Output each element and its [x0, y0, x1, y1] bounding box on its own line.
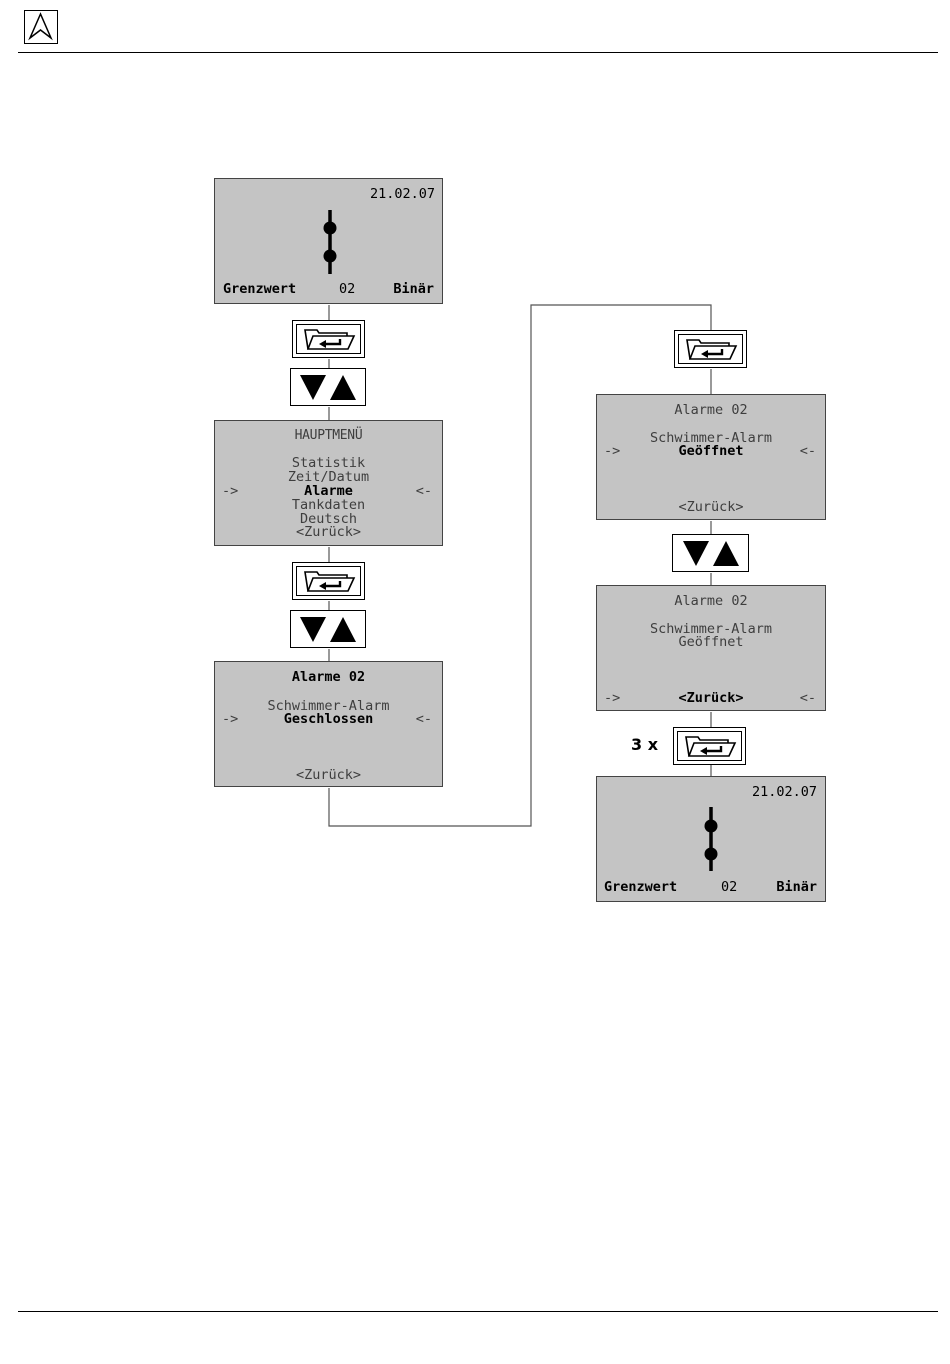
- arrow-up-icon[interactable]: [713, 541, 739, 566]
- select-arrow-right: <-: [416, 484, 432, 498]
- enter-button[interactable]: [674, 330, 747, 368]
- back-option[interactable]: <Zurück>: [597, 500, 825, 514]
- menu-item-tankdaten[interactable]: Tankdaten: [215, 498, 442, 512]
- lcd-screen-alarm-open: Alarme 02 Schwimmer-Alarm Geöffnet <Zurü…: [596, 394, 826, 520]
- arrow-down-icon[interactable]: [683, 541, 709, 566]
- alarm-title: Alarme 02: [597, 594, 825, 608]
- select-arrow-left: ->: [604, 444, 620, 458]
- down-up-arrow-buttons[interactable]: [290, 610, 366, 648]
- channel-number: 02: [721, 880, 737, 894]
- float-switch-icon: [320, 210, 340, 274]
- enter-button[interactable]: [292, 562, 365, 600]
- alarm-title: Alarme 02: [215, 670, 442, 684]
- alarm-state[interactable]: Geöffnet: [597, 444, 825, 458]
- folder-enter-icon: [301, 326, 357, 352]
- arrow-up-icon[interactable]: [330, 375, 356, 400]
- mode-label: Binär: [776, 880, 817, 894]
- date-text: 21.02.07: [752, 785, 817, 799]
- arrow-down-icon[interactable]: [300, 375, 326, 400]
- arrow-down-icon[interactable]: [300, 617, 326, 642]
- down-up-arrow-buttons[interactable]: [672, 534, 749, 572]
- select-arrow-right: <-: [416, 712, 432, 726]
- select-arrow-left: ->: [222, 712, 238, 726]
- select-arrow-left: ->: [604, 691, 620, 705]
- alarm-state: Geöffnet: [597, 635, 825, 649]
- folder-enter-icon: [301, 568, 357, 594]
- folder-enter-icon: [682, 733, 738, 759]
- float-switch-icon: [701, 807, 721, 871]
- arrow-up-icon[interactable]: [330, 617, 356, 642]
- limit-label: Grenzwert: [223, 282, 296, 296]
- menu-item-zeit-datum[interactable]: Zeit/Datum: [215, 470, 442, 484]
- select-arrow-left: ->: [222, 484, 238, 498]
- enter-button[interactable]: [292, 320, 365, 358]
- mode-label: Binär: [393, 282, 434, 296]
- back-option[interactable]: <Zurück>: [597, 691, 825, 705]
- down-up-arrow-buttons[interactable]: [290, 368, 366, 406]
- menu-item-alarme[interactable]: Alarme: [215, 484, 442, 498]
- enter-button[interactable]: [673, 727, 746, 765]
- repeat-count-label: 3 x: [631, 735, 658, 754]
- select-arrow-right: <-: [800, 444, 816, 458]
- back-option[interactable]: <Zurück>: [215, 768, 442, 782]
- lcd-screen-alarm-back: Alarme 02 Schwimmer-Alarm Geöffnet <Zurü…: [596, 585, 826, 711]
- select-arrow-right: <-: [800, 691, 816, 705]
- date-text: 21.02.07: [370, 187, 435, 201]
- menu-title: HAUPTMENÜ: [215, 429, 442, 443]
- lcd-screen-start: 21.02.07 Grenzwert 02 Binär: [214, 178, 443, 304]
- lcd-screen-end: 21.02.07 Grenzwert 02 Binär: [596, 776, 826, 902]
- lcd-screen-main-menu: HAUPTMENÜ Statistik Zeit/Datum Alarme Ta…: [214, 420, 443, 546]
- alarm-state[interactable]: Geschlossen: [215, 712, 442, 726]
- menu-item-statistik[interactable]: Statistik: [215, 456, 442, 470]
- lcd-screen-alarm-closed: Alarme 02 Schwimmer-Alarm Geschlossen <Z…: [214, 661, 443, 787]
- menu-item-back[interactable]: <Zurück>: [215, 525, 442, 539]
- folder-enter-icon: [683, 336, 739, 362]
- channel-number: 02: [339, 282, 355, 296]
- limit-label: Grenzwert: [604, 880, 677, 894]
- alarm-title: Alarme 02: [597, 403, 825, 417]
